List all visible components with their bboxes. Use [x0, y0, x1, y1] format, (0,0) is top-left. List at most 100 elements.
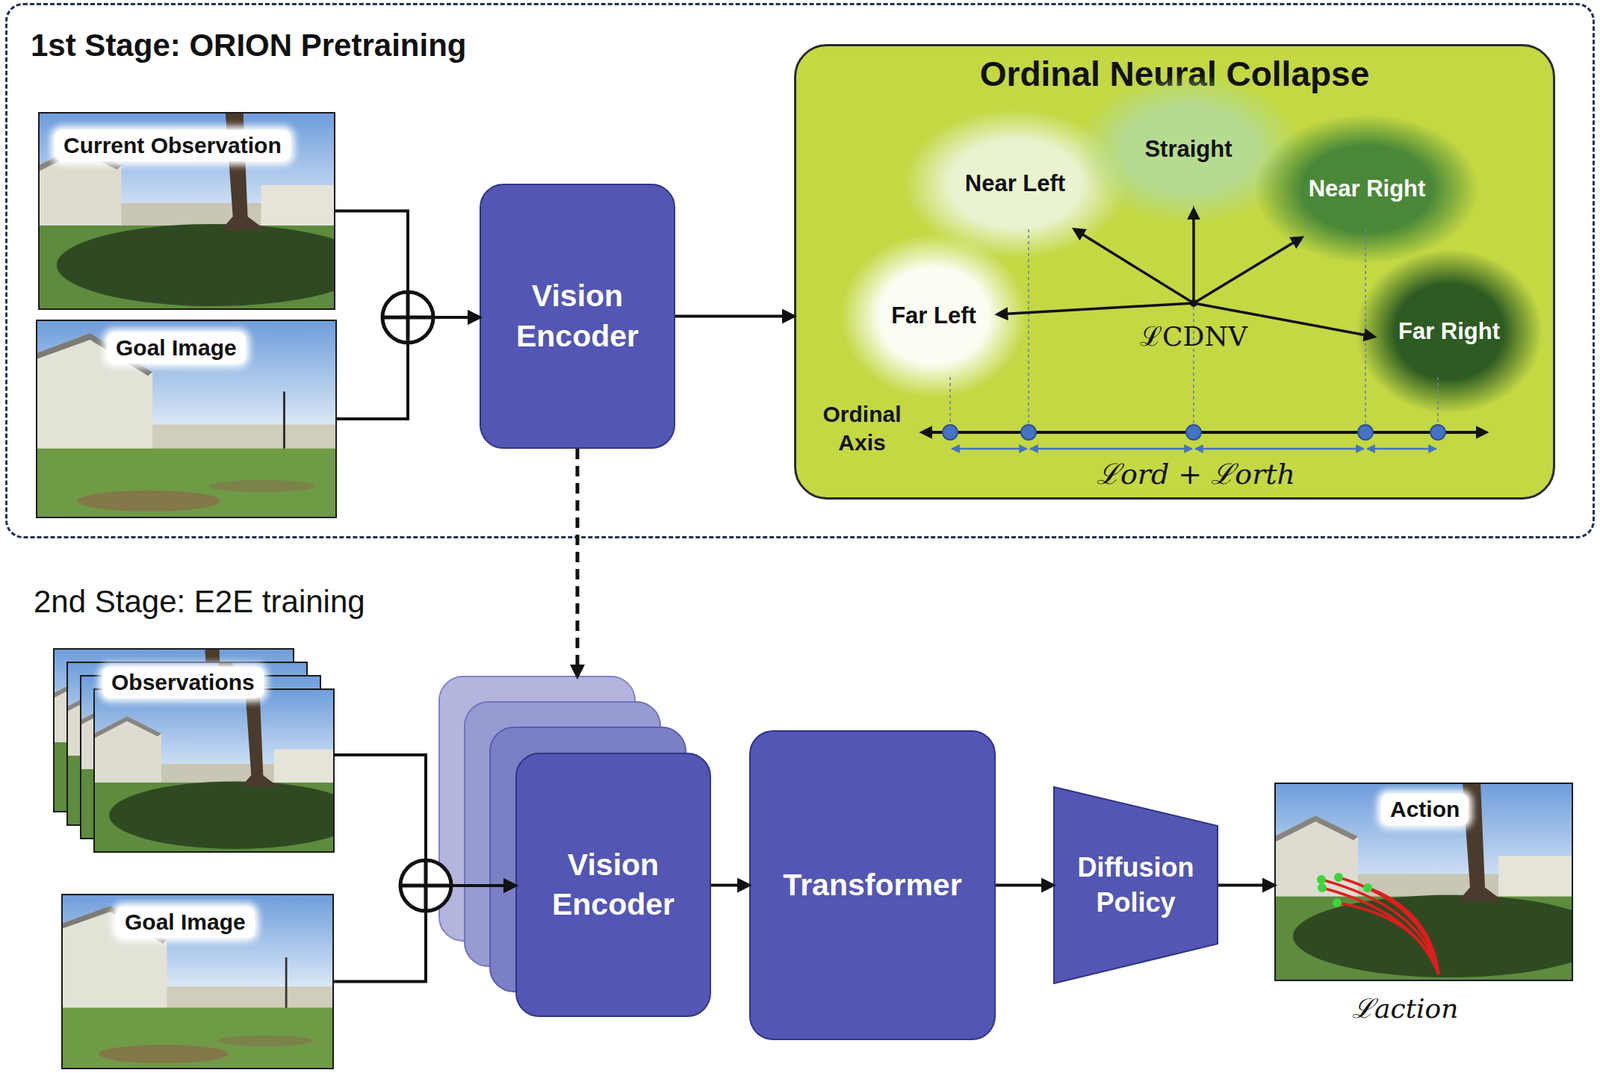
- photo-panel: Goal Image: [35, 319, 337, 519]
- concat-cross: [406, 292, 411, 343]
- photo-frame: [80, 676, 321, 839]
- spacing-arrows: [951, 448, 1437, 451]
- cluster-blob: Near Right: [1254, 114, 1479, 264]
- photo-caption-box: Goal Image: [106, 332, 246, 364]
- ordinal-axis: [921, 430, 1487, 434]
- concat-symbol: [400, 860, 452, 912]
- cluster-blob: Far Right: [1355, 249, 1543, 414]
- feature-panel: Ordinal Neural CollapseNear LeftStraight…: [794, 44, 1556, 500]
- concat-cross: [424, 860, 429, 912]
- photo-image: [80, 676, 348, 839]
- arrow-connector: [336, 317, 480, 420]
- node-label: Near Left: [965, 170, 1066, 198]
- free-label: ℒCDNV: [1118, 319, 1269, 354]
- photo-image: [61, 894, 334, 1070]
- node-label: Transformer: [782, 865, 962, 906]
- trapezoid-block: Diffusion Policy: [1053, 786, 1219, 985]
- trajectory-curves: [1321, 877, 1439, 975]
- node-label: Goal Image: [115, 333, 237, 363]
- origin-dot: [1189, 299, 1198, 308]
- concat-cross: [400, 884, 452, 889]
- waypoint: [1316, 875, 1326, 885]
- node-label: Straight: [1144, 135, 1232, 163]
- photo-caption-box: Observations: [102, 667, 264, 699]
- node-label: Near Right: [1308, 175, 1426, 203]
- node-label: Observations: [111, 668, 255, 697]
- block-face: Vision Encoder: [515, 752, 712, 1018]
- vector-arrow: [1074, 229, 1194, 304]
- waypoint-dots: [1316, 873, 1373, 908]
- guide-line: [1192, 205, 1195, 433]
- stage-frame: 1st Stage: ORION PretrainingCurrent Obse…: [5, 2, 1595, 539]
- spacing-arrow: [1030, 448, 1193, 451]
- vector-arrow: [1192, 209, 1196, 304]
- vector-arrow: [997, 303, 1194, 315]
- arrow-connector: [995, 884, 1054, 888]
- process-block: Vision Encoder: [479, 183, 676, 449]
- node-label: Current Observation: [63, 131, 282, 160]
- photo-frame: [53, 649, 294, 812]
- axis-dot: [1357, 425, 1373, 440]
- process-block: Transformer: [749, 730, 996, 1041]
- trajectory: [1337, 903, 1439, 975]
- node-label: Vision Encoder: [498, 276, 656, 357]
- waypoint: [1317, 883, 1327, 893]
- process-block: Vision Encoder: [439, 676, 712, 1018]
- spacing-arrow: [951, 448, 1028, 451]
- photo-image: [67, 662, 334, 826]
- stage-heading: 1st Stage: ORION Pretraining: [30, 27, 467, 64]
- photo-frame: [94, 689, 334, 853]
- concat-circle: [382, 292, 434, 343]
- photo-image: [53, 649, 321, 812]
- photo-frame: [67, 662, 308, 826]
- free-label: ℒaction: [1352, 991, 1502, 1026]
- arrow-connector: [575, 448, 580, 677]
- photo-caption-box: Goal Image: [115, 906, 255, 939]
- concat-circle: [400, 860, 452, 912]
- photo-image: [38, 112, 370, 310]
- node-label: Far Right: [1398, 318, 1500, 346]
- axis-dot: [1186, 425, 1202, 440]
- node-label: Diffusion Policy: [1060, 850, 1211, 922]
- guide-line: [1027, 229, 1030, 433]
- photo-caption-box: Current Observation: [54, 129, 291, 162]
- cluster-blob: Far Left: [840, 233, 1028, 399]
- arrow-connector: [333, 885, 516, 983]
- trapezoid-shape: [1053, 786, 1219, 985]
- photo-panel: Current Observation: [38, 112, 336, 310]
- photo-panel: Action: [1274, 782, 1574, 982]
- arrow-connector: [1218, 884, 1275, 888]
- trapezoid-text-box: Diffusion Policy: [1053, 786, 1219, 985]
- spacing-arrow: [1366, 448, 1437, 451]
- guide-line: [949, 377, 951, 433]
- arrow-connector: [333, 755, 516, 886]
- spacing-arrow: [1195, 448, 1364, 451]
- concat-cross: [382, 315, 434, 320]
- photo-panel: Observations: [53, 646, 334, 853]
- photo-caption-box: Action: [1381, 794, 1469, 826]
- photo-image: [35, 319, 337, 519]
- free-label: ℒord + ℒorth: [1080, 457, 1312, 493]
- axis-dot: [1430, 425, 1446, 440]
- photo-image: [1274, 782, 1600, 982]
- trajectory: [1338, 877, 1439, 975]
- guide-line: [1364, 229, 1367, 433]
- photo-image: [94, 689, 361, 853]
- node-label: 1st Stage: ORION Pretraining: [30, 27, 467, 64]
- axis-dot: [942, 425, 958, 440]
- trapezoid-outline: [1053, 787, 1218, 984]
- guide-lines: [950, 205, 1438, 433]
- arrow-connector: [711, 884, 750, 888]
- waypoint: [1363, 883, 1373, 893]
- node-label: Action: [1390, 795, 1460, 824]
- vector-arrow: [1193, 237, 1302, 304]
- axis-dots: [942, 425, 1446, 440]
- trajectory: [1321, 879, 1439, 975]
- guide-line: [1437, 377, 1439, 433]
- axis-dot: [1021, 425, 1037, 440]
